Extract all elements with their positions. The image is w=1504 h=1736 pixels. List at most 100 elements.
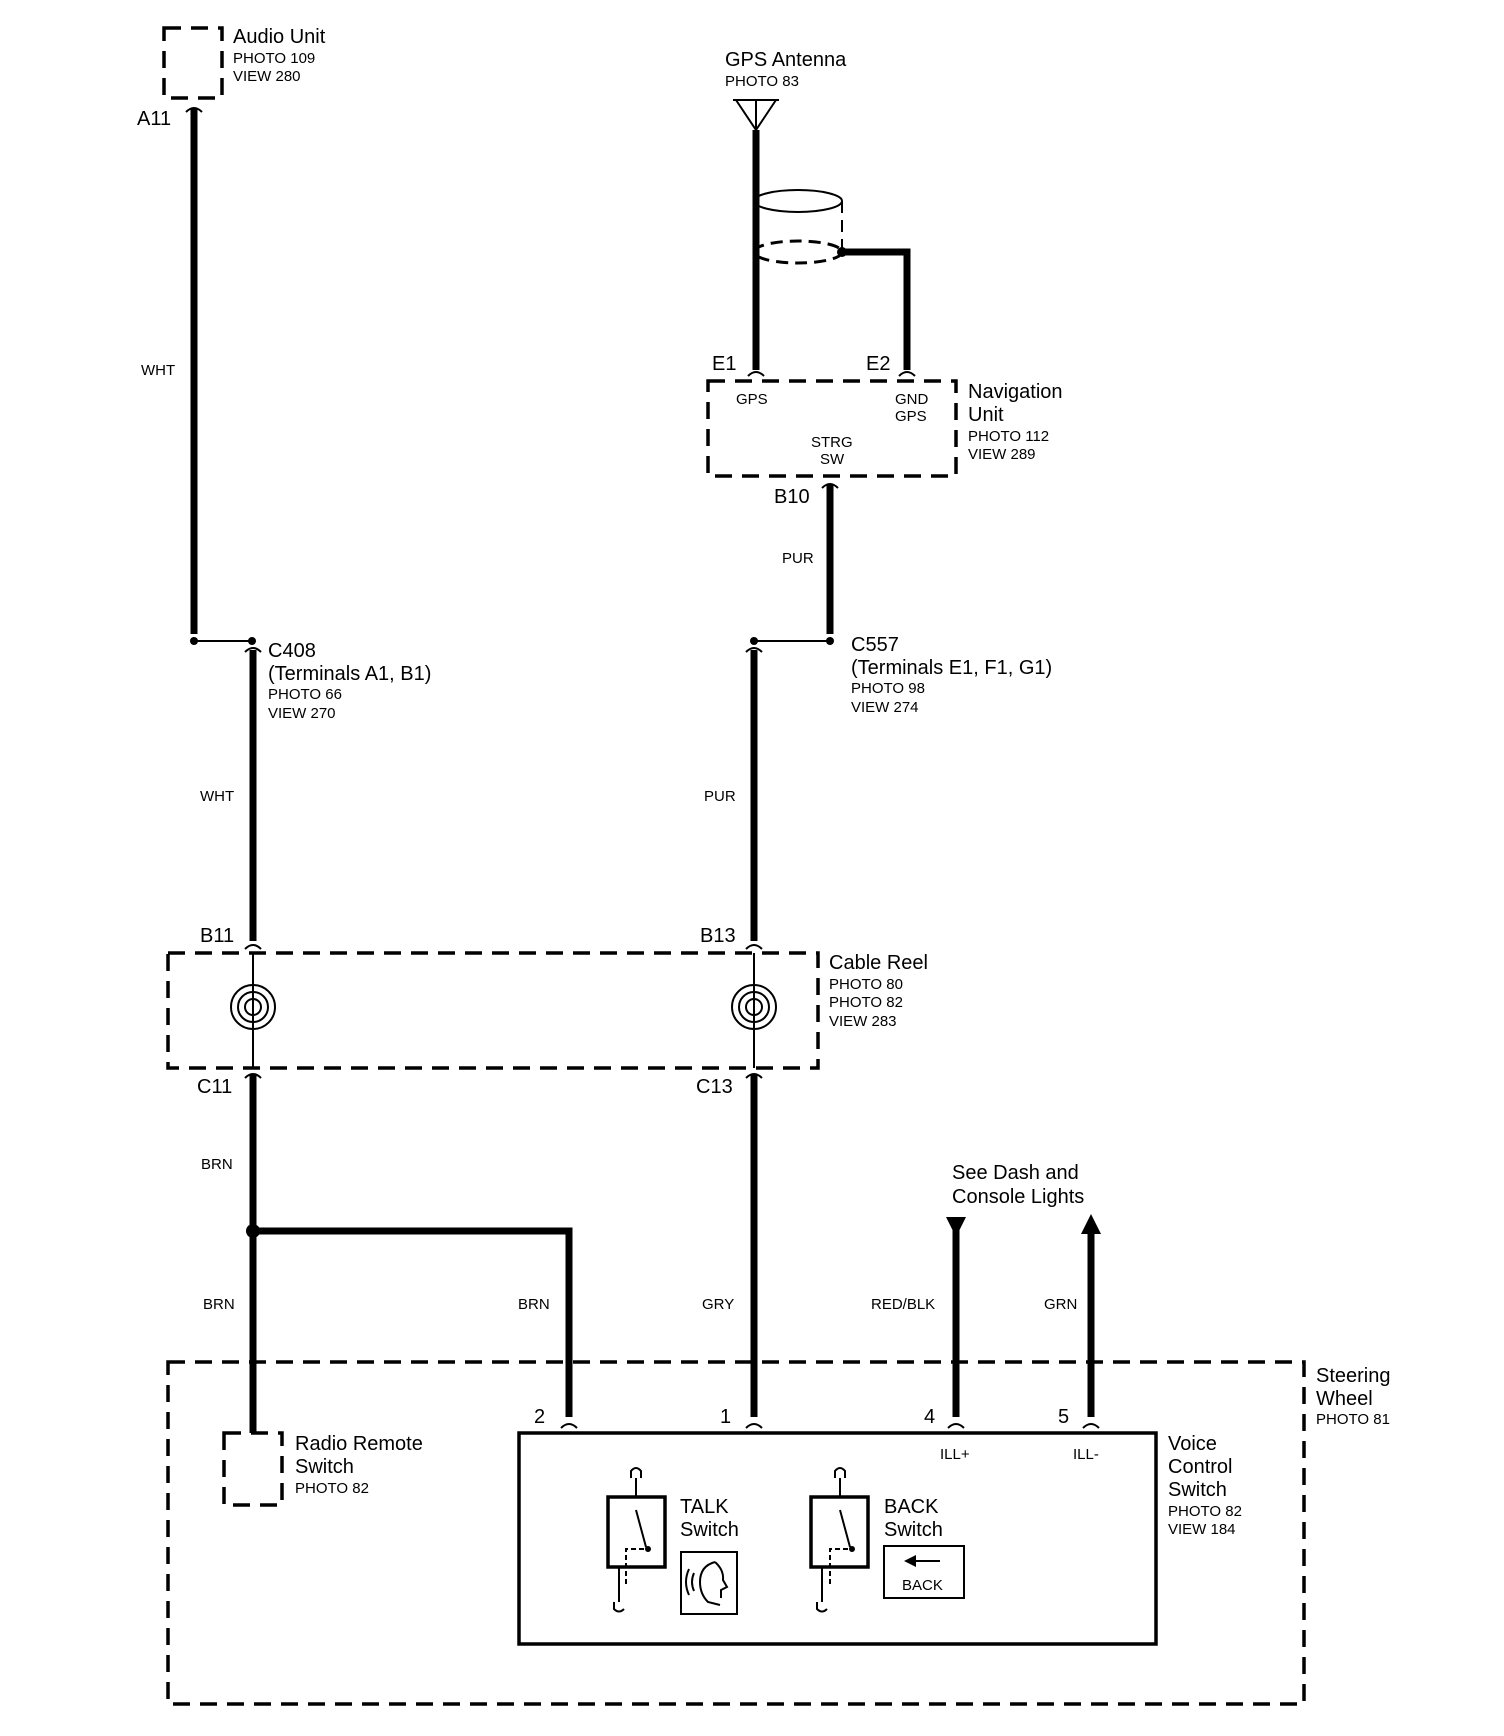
wire-brn: BRN BRN BRN [201,1074,573,1433]
wire-wht-top: WHT [141,107,203,634]
talk-switch-line1: TALK [680,1496,729,1518]
nav-view: VIEW 289 [968,446,1036,463]
nav-pin-e1: E1 [712,353,736,375]
steering-wheel-line2: Wheel [1316,1388,1373,1410]
voice-pin-1: 1 [720,1406,731,1428]
voice-name-line3: Switch [1168,1479,1227,1501]
audio-unit-pin-a11: A11 [137,108,171,130]
wire-label-red-blk: RED/BLK [871,1296,935,1313]
cable-reel: B11 B13 Cable Reel PHOTO 80 PHOTO 82 VIE… [166,925,928,1098]
voice-ill-minus: ILL- [1073,1446,1099,1463]
arrow-up-icon [1081,1214,1101,1234]
cable-reel-photo2: PHOTO 82 [829,994,903,1011]
nav-label-strg: STRG [811,434,853,451]
c557-terminals: (Terminals E1, F1, G1) [851,657,1052,679]
c557-connector: C557 (Terminals E1, F1, G1) PHOTO 98 VIE… [745,634,1052,716]
nav-pin-b10: B10 [774,486,810,508]
radio-remote-photo: PHOTO 82 [295,1480,369,1497]
nav-label-gnd: GND [895,391,929,408]
back-switch: BACK Switch BACK [809,1467,965,1613]
gps-antenna-name: GPS Antenna [725,49,847,71]
c408-photo: PHOTO 66 [268,686,342,703]
radio-remote-switch-box [222,1431,284,1507]
wire-red-blk: RED/BLK [871,1217,966,1417]
wire-label-wht-mid: WHT [200,788,234,805]
navigation-unit: E1 E2 GPS GND GPS STRG SW Navigation Uni… [706,353,1063,508]
back-switch-line2: Switch [884,1519,943,1541]
cable-reel-pin-b11: B11 [200,925,234,947]
wire-grn: GRN [1044,1214,1101,1417]
talk-switch: TALK Switch [606,1467,739,1615]
nav-label-sw: SW [820,451,845,468]
audio-unit-view: VIEW 280 [233,68,301,85]
cable-reel-coil-icon [731,953,777,1068]
wire-label-grn: GRN [1044,1296,1077,1313]
shield-icon [752,189,847,265]
wire-label-pur-mid: PUR [704,788,736,805]
nav-name-line2: Unit [968,404,1004,426]
audio-unit-photo: PHOTO 109 [233,50,315,67]
nav-label-gnd-gps: GPS [895,408,927,425]
voice-control-switch-box [517,1431,1158,1646]
arrow-down-icon [946,1217,966,1237]
cable-reel-pin-c13: C13 [696,1076,733,1098]
voice-pin-2: 2 [534,1406,545,1428]
wire-wht-mid: WHT [200,650,257,941]
c408-name: C408 [268,640,316,662]
voice-control-switch: 2 1 4 5 ILL+ ILL- Voice Control Switch P… [517,1406,1242,1646]
navigation-unit-box [706,379,958,478]
dash-ref-line1: See Dash and [952,1162,1079,1184]
wire-label-brn-left: BRN [203,1296,235,1313]
wire-pur-top: PUR [782,484,834,634]
dash-lights-reference: See Dash and Console Lights [952,1162,1084,1208]
voice-ill-plus: ILL+ [940,1446,970,1463]
voice-name-line2: Control [1168,1456,1232,1478]
nav-photo: PHOTO 112 [968,428,1049,445]
wire-label-wht-top: WHT [141,362,175,379]
wire-label-gry: GRY [702,1296,734,1313]
wire-label-brn-right: BRN [518,1296,550,1313]
c408-terminals: (Terminals A1, B1) [268,663,431,685]
back-icon-label: BACK [902,1577,943,1594]
dash-ref-line2: Console Lights [952,1186,1084,1208]
voice-name-line1: Voice [1168,1433,1217,1455]
cable-reel-pin-b13: B13 [700,925,736,947]
c557-photo: PHOTO 98 [851,680,925,697]
steering-wheel: Steering Wheel PHOTO 81 [166,1360,1391,1706]
c408-connector: C408 (Terminals A1, B1) PHOTO 66 VIEW 27… [190,637,431,722]
talk-switch-line2: Switch [680,1519,739,1541]
gps-antenna: GPS Antenna PHOTO 83 [725,49,911,370]
back-switch-line1: BACK [884,1496,939,1518]
cable-reel-box [166,951,820,1070]
voice-view: VIEW 184 [1168,1521,1236,1538]
wire-gry: GRY [702,1074,758,1417]
cable-reel-view: VIEW 283 [829,1013,897,1030]
audio-unit-box [162,26,224,100]
steering-wheel-line1: Steering [1316,1365,1391,1387]
cable-reel-pin-c11: C11 [197,1076,232,1098]
nav-name-line1: Navigation [968,381,1063,403]
gps-antenna-icon [733,99,779,132]
c557-view: VIEW 274 [851,699,919,716]
back-arrow-icon: BACK [883,1545,965,1599]
voice-talk-icon [680,1551,738,1615]
voice-photo: PHOTO 82 [1168,1503,1242,1520]
voice-pin-4: 4 [924,1406,935,1428]
c408-view: VIEW 270 [268,705,336,722]
nav-pin-e2: E2 [866,353,890,375]
radio-remote-line2: Switch [295,1456,354,1478]
radio-remote-line1: Radio Remote [295,1433,423,1455]
wire-label-brn-top: BRN [201,1156,233,1173]
audio-unit: Audio Unit PHOTO 109 VIEW 280 A11 [137,26,326,130]
steering-wheel-photo: PHOTO 81 [1316,1411,1390,1428]
audio-unit-name: Audio Unit [233,26,326,48]
cable-reel-coil-icon [230,953,276,1068]
wire-pur-mid: PUR [704,650,758,941]
steering-wheel-box [166,1360,1306,1706]
nav-label-gps: GPS [736,391,768,408]
gps-antenna-photo: PHOTO 83 [725,73,799,90]
c557-name: C557 [851,634,899,656]
wire-label-pur-top: PUR [782,550,814,567]
cable-reel-name: Cable Reel [829,952,928,974]
